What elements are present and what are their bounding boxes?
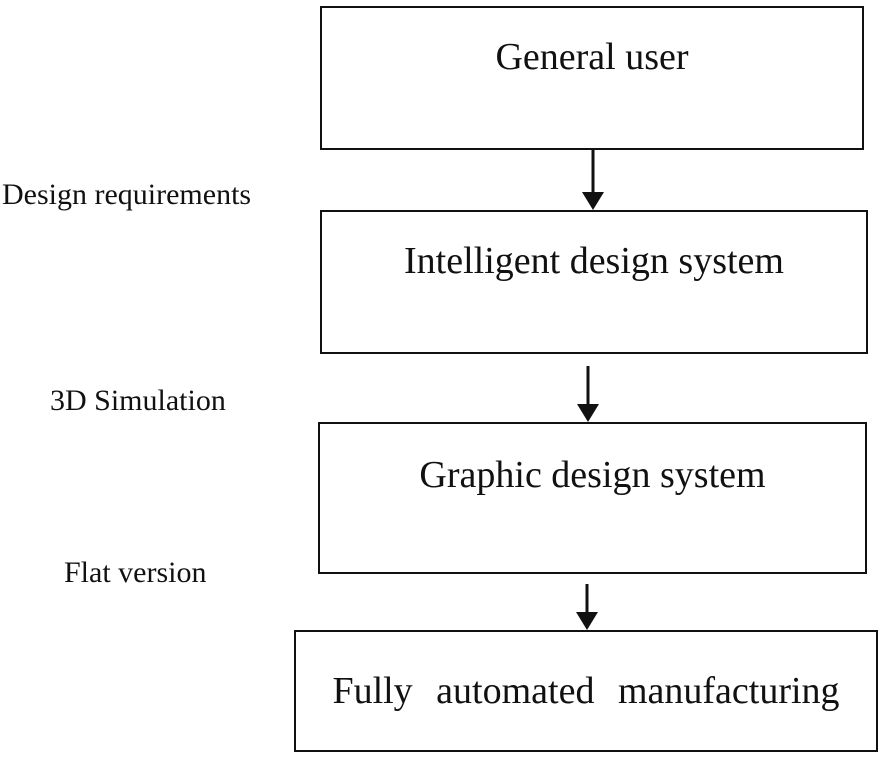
node-graphic-design-system: Graphic design system — [318, 422, 867, 574]
node-label: General user — [495, 36, 689, 78]
arrow-general-to-intelligent — [582, 150, 604, 210]
node-label: Graphic design system — [419, 454, 766, 496]
arrow-graphic-to-manufacturing — [576, 584, 598, 630]
node-label: Fully automated manufacturing — [332, 670, 840, 712]
node-intelligent-design-system: Intelligent design system — [320, 210, 868, 354]
node-label: Intelligent design system — [404, 240, 784, 282]
arrow-intelligent-to-graphic — [577, 366, 599, 422]
node-general-user: General user — [320, 6, 864, 150]
edge-label-flat-version: Flat version — [64, 556, 207, 589]
edge-label-3d-simulation: 3D Simulation — [50, 384, 226, 417]
edge-label-design-requirements: Design requirements — [2, 178, 252, 211]
node-fully-automated-manufacturing: Fully automated manufacturing — [294, 630, 878, 752]
